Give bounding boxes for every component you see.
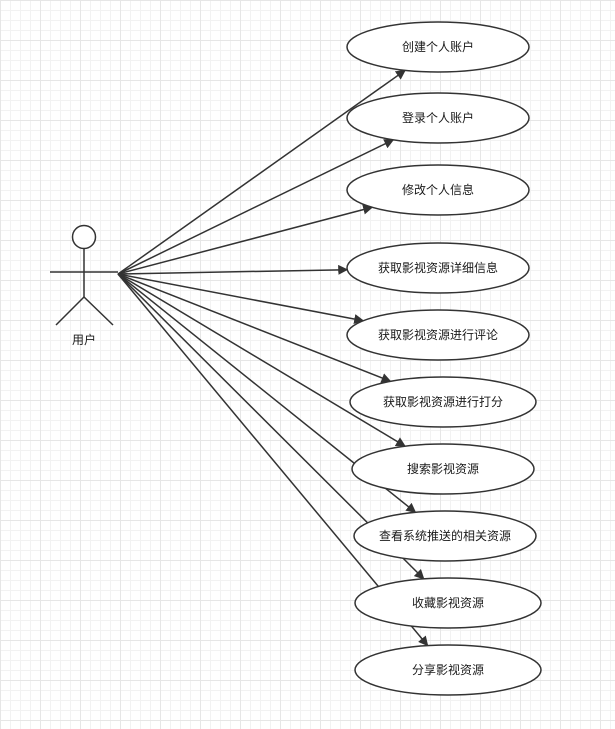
association-line-1 xyxy=(117,69,406,275)
use-case-6[interactable]: 获取影视资源进行打分 xyxy=(349,376,537,428)
use-case-2[interactable]: 登录个人账户 xyxy=(346,92,530,144)
use-case-label: 分享影视资源 xyxy=(412,662,484,677)
use-case-label: 获取影视资源进行评论 xyxy=(378,327,498,342)
use-case-label: 获取影视资源详细信息 xyxy=(378,260,498,275)
association-lines xyxy=(117,69,429,647)
use-case-label: 搜索影视资源 xyxy=(407,461,479,476)
association-line-2 xyxy=(117,139,395,275)
use-case-ellipse xyxy=(354,644,542,696)
use-case-ellipse xyxy=(346,92,530,144)
use-case-group: 创建个人账户登录个人账户修改个人信息获取影视资源详细信息获取影视资源进行评论获取… xyxy=(346,21,542,696)
use-case-ellipse xyxy=(346,242,530,294)
use-case-8[interactable]: 查看系统推送的相关资源 xyxy=(353,510,537,562)
association-line-4 xyxy=(117,264,349,275)
use-case-ellipse xyxy=(346,21,530,73)
use-case-5[interactable]: 获取影视资源进行评论 xyxy=(346,309,530,361)
use-case-ellipse xyxy=(353,510,537,562)
use-case-9[interactable]: 收藏影视资源 xyxy=(354,577,542,629)
use-case-10[interactable]: 分享影视资源 xyxy=(354,644,542,696)
actor-right-leg xyxy=(83,296,114,326)
use-case-ellipse xyxy=(349,376,537,428)
use-case-ellipse xyxy=(354,577,542,629)
use-case-label: 修改个人信息 xyxy=(402,182,474,197)
use-case-label: 获取影视资源进行打分 xyxy=(383,394,503,409)
use-case-label: 收藏影视资源 xyxy=(412,595,484,610)
use-case-ellipse xyxy=(346,309,530,361)
association-line-7 xyxy=(117,273,406,447)
use-case-4[interactable]: 获取影视资源详细信息 xyxy=(346,242,530,294)
actor-user[interactable]: 用户 xyxy=(50,224,118,348)
use-case-ellipse xyxy=(351,443,535,495)
actor-label: 用户 xyxy=(72,332,96,347)
association-line-5 xyxy=(117,273,365,324)
actor-left-leg xyxy=(55,296,85,326)
use-case-ellipse xyxy=(346,164,530,216)
use-case-label: 查看系统推送的相关资源 xyxy=(379,528,511,543)
use-case-label: 创建个人账户 xyxy=(402,39,474,54)
use-case-7[interactable]: 搜索影视资源 xyxy=(351,443,535,495)
association-line-10 xyxy=(117,273,429,647)
use-case-3[interactable]: 修改个人信息 xyxy=(346,164,530,216)
use-case-label: 登录个人账户 xyxy=(402,110,474,125)
association-line-6 xyxy=(117,273,392,383)
actor-head xyxy=(71,224,97,250)
use-case-1[interactable]: 创建个人账户 xyxy=(346,21,530,73)
association-line-3 xyxy=(117,204,374,275)
